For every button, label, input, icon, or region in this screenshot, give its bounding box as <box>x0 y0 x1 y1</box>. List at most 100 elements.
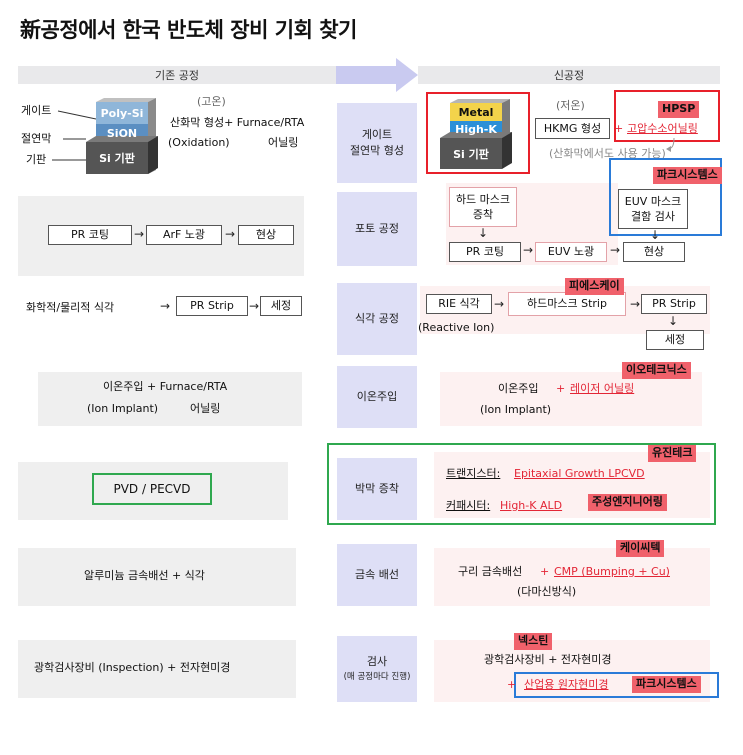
curved-arrow-icon <box>666 138 675 152</box>
arrow-right-icon: → <box>494 297 505 311</box>
step-metal: 금속 배선 <box>337 544 417 606</box>
step-photo-label: 포토 공정 <box>355 221 399 235</box>
panel-ion-old <box>38 372 302 426</box>
layer-metal: Metal <box>458 105 494 119</box>
ion-new-laser: 레이저 어닐링 <box>570 382 635 395</box>
label-insulator: 절연막 <box>21 132 52 145</box>
highlight-hpsp <box>614 90 720 142</box>
step-inspection-label: 검사 <box>366 655 388 669</box>
highlight-deposition <box>327 443 716 525</box>
step-metal-label: 금속 배선 <box>355 567 399 581</box>
label-gate: 게이트 <box>21 104 52 117</box>
step-gate: 게이트 절연막 형성 <box>337 103 417 183</box>
dep-new-cap-label: 커패시터: <box>446 499 491 512</box>
panel-metal-old <box>18 548 296 606</box>
step-photo: 포토 공정 <box>337 192 417 266</box>
header-old-process: 기존 공정 <box>18 66 336 84</box>
metal-new-cmp: CMP (Bumping + Cu) <box>554 565 670 578</box>
arrow-down-icon: ↓ <box>650 228 661 242</box>
gate-new-temp: (저온) <box>556 99 585 112</box>
label-substrate: 기판 <box>26 153 47 166</box>
layer-si-substrate-new: Si 기판 <box>453 147 489 161</box>
metal-new-main: 구리 금속배선 <box>458 565 523 578</box>
panel-ion-new <box>440 372 702 426</box>
company-nextin: 넥스틴 <box>514 633 553 650</box>
step-ion: 이온주입 <box>337 366 417 428</box>
step-gate-line1: 게이트 <box>361 127 393 141</box>
ion-new-sub: (Ion Implant) <box>480 403 552 416</box>
step-etch-label: 식각 공정 <box>355 311 399 325</box>
rie-note: (Reactive Ion) <box>418 321 495 334</box>
gate-stack-new: Metal High-K Si 기판 <box>440 99 524 171</box>
step-ion-label: 이온주입 <box>356 389 398 403</box>
arrow-right-icon: → <box>630 297 641 311</box>
step-deposition-label: 박막 증착 <box>355 481 399 495</box>
arrow-down-icon: ↓ <box>478 226 489 240</box>
hkmg-box: HKMG 형성 <box>535 118 610 139</box>
metal-old-text: 알루미늄 금속배선 + 식각 <box>84 569 205 582</box>
box-hardmask-deposition: 하드 마스크 증착 <box>449 187 517 227</box>
company-hpsp: HPSP <box>658 101 700 118</box>
dep-new-cap-value: High-K ALD <box>500 499 563 512</box>
highlight-park-systems-1 <box>609 158 722 236</box>
box-develop-new: 현상 <box>623 242 685 262</box>
box-rie-etch: RIE 식각 <box>426 294 492 314</box>
insp-new-plus: + <box>507 678 517 691</box>
arrow-right-icon: → <box>523 243 534 257</box>
box-chem-phys-etch: 화학적/물리적 식각 <box>26 301 115 314</box>
company-eugene-tech: 유진테크 <box>648 445 697 462</box>
dep-new-tr-value: Epitaxial Growth LPCVD <box>514 467 645 480</box>
gate-old-temp: (고온) <box>197 95 226 108</box>
metal-new-sub: (다마신방식) <box>517 585 577 598</box>
arrow-right-icon: → <box>225 227 236 241</box>
page-title: 新공정에서 한국 반도체 장비 기회 찾기 <box>20 18 357 42</box>
ion-old-implant: (Ion Implant) <box>87 402 159 415</box>
layer-high-k: High-K <box>455 123 497 136</box>
gate-old-line1: 산화막 형성+ Furnace/RTA <box>170 116 305 129</box>
step-deposition: 박막 증착 <box>337 458 417 520</box>
highlight-park-systems-2 <box>514 672 719 698</box>
highlight-hkmg-stack <box>426 92 530 174</box>
box-clean-old: 세정 <box>260 296 302 316</box>
box-pvd-pecvd: PVD / PECVD <box>92 473 212 505</box>
gate-new-plus: + <box>614 122 624 135</box>
arrow-right-icon: → <box>134 227 145 241</box>
box-develop-old: 현상 <box>238 225 294 245</box>
step-inspection: 검사 (매 공정마다 진행) <box>337 636 417 702</box>
gate-new-note: (산화막에서도 사용 가능) <box>549 147 666 160</box>
gate-old-anneal: 어닐링 <box>268 136 299 149</box>
layer-poly-si: Poly-Si <box>100 106 144 120</box>
box-hardmask-strip: 하드마스크 Strip <box>508 292 626 316</box>
insp-new-main: 광학검사장비 + 전자현미경 <box>484 653 612 666</box>
company-park-systems-1: 파크시스템스 <box>653 167 722 184</box>
box-clean-new: 세정 <box>646 330 704 350</box>
label-leader-lines <box>52 110 97 161</box>
ion-old-line1: 이온주입 + Furnace/RTA <box>103 380 228 393</box>
dep-new-tr-label: 트랜지스터: <box>446 467 501 480</box>
gate-old-oxidation: (Oxidation) <box>168 136 230 149</box>
step-inspection-note: (매 공정마다 진행) <box>343 671 411 682</box>
ion-old-anneal: 어닐링 <box>190 402 221 415</box>
panel-metal-new <box>434 548 710 606</box>
arrow-right-icon <box>336 58 418 92</box>
box-pr-coating-new: PR 코팅 <box>449 242 521 262</box>
box-pr-strip-old: PR Strip <box>176 296 248 316</box>
arrow-right-icon: → <box>160 299 171 313</box>
company-eo-technics: 이오테크닉스 <box>622 362 691 379</box>
panel-dep-old <box>18 462 288 520</box>
box-arf-exposure: ArF 노광 <box>146 225 222 245</box>
layer-sion: SiON <box>106 126 138 140</box>
layer-si-substrate: Si 기판 <box>99 152 135 165</box>
company-psk: 피에스케이 <box>565 278 624 295</box>
company-jusung: 주성엔지니어링 <box>588 494 667 511</box>
insp-new-sem: 산업용 원자현미경 <box>524 678 609 691</box>
box-pr-strip-new: PR Strip <box>641 294 707 314</box>
company-kctech: 케이씨텍 <box>616 540 665 557</box>
box-pr-coating-old: PR 코팅 <box>48 225 132 245</box>
metal-new-plus: + <box>540 565 550 578</box>
arrow-right-icon: → <box>610 243 621 257</box>
ion-new-plus: + <box>556 382 566 395</box>
company-park-systems-2: 파크시스템스 <box>632 676 701 693</box>
arrow-down-icon: ↓ <box>668 314 679 328</box>
box-euv-exposure: EUV 노광 <box>535 242 607 262</box>
